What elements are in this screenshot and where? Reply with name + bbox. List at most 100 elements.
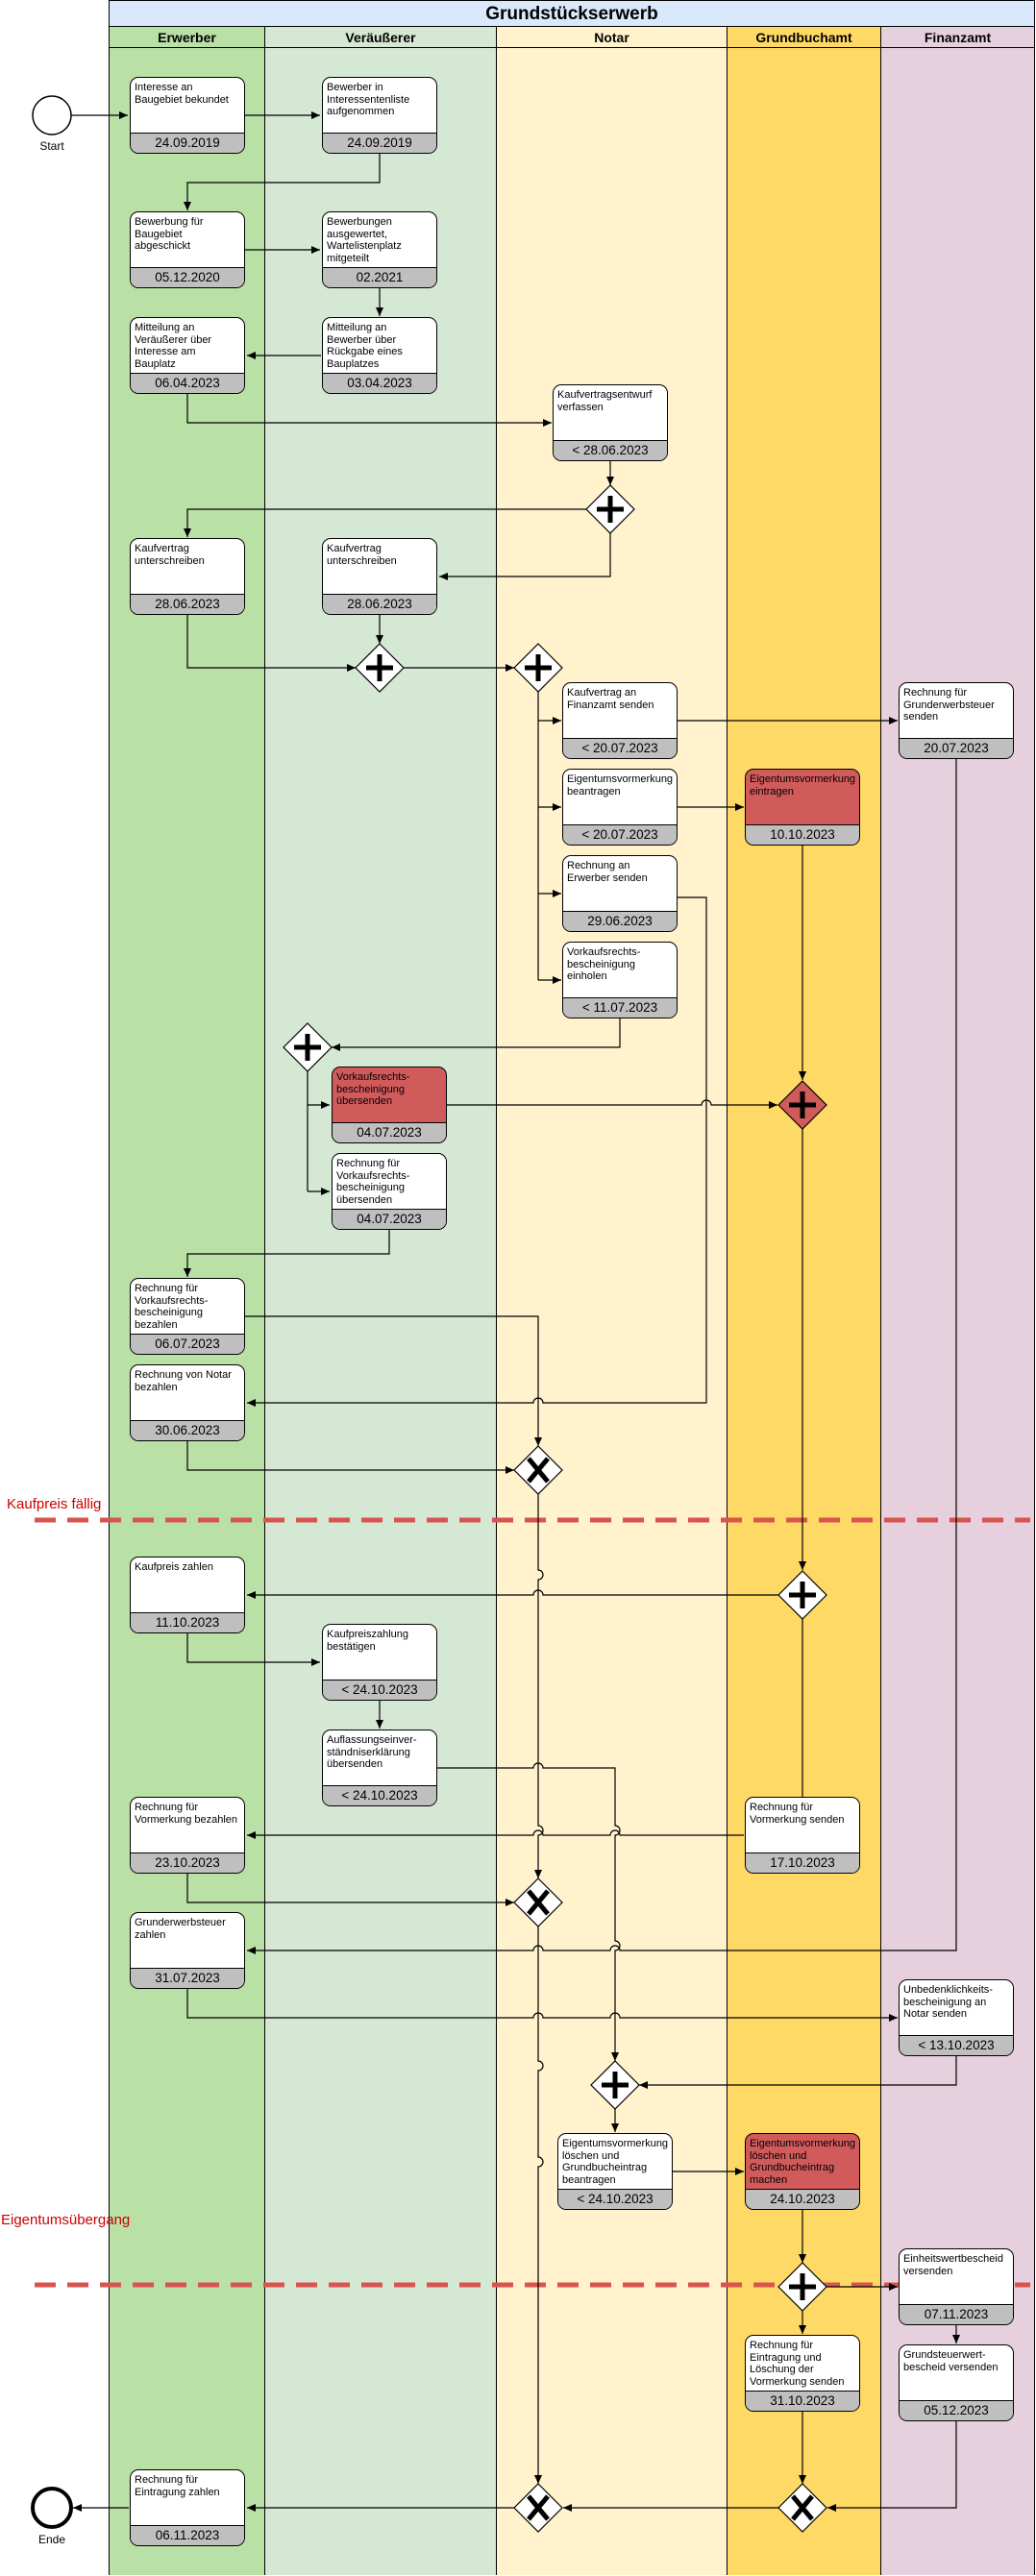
- task-date: 10.10.2023: [746, 824, 859, 845]
- task-mitteilung-an-veraeusserer: Mitteilung an Veräußerer über Interesse …: [130, 317, 245, 394]
- task-unbedenklichkeitsbescheinigung: Unbedenklichkeits- bescheinigung an Nota…: [899, 1979, 1014, 2056]
- task-label: Mitteilung an Bewerber über Rückgabe ein…: [327, 322, 403, 370]
- milestone-kaufpreis-label: Kaufpreis fällig: [7, 1496, 102, 1512]
- parallel-gateway: [777, 2262, 827, 2312]
- task-einheitswertbescheid-versenden: Einheitswertbescheid versenden 07.11.2023: [899, 2248, 1014, 2325]
- task-rechnung-vormerkung-bezahlen: Rechnung für Vormerkung bezahlen 23.10.20…: [130, 1797, 245, 1874]
- task-label: Kaufvertrag an Finanzamt senden: [567, 687, 654, 711]
- task-date: 23.10.2023: [131, 1852, 244, 1873]
- task-kaufvertrag-an-finanzamt: Kaufvertrag an Finanzamt senden< 20.07.2…: [562, 682, 678, 759]
- task-rechnung-grunderwerbsteuer-senden: Rechnung für Grunderwerbsteuer senden 20.…: [899, 682, 1014, 759]
- parallel-gateway: [777, 1570, 827, 1620]
- lane-header-erwerber: Erwerber: [109, 27, 264, 48]
- parallel-gateway: [283, 1022, 333, 1072]
- task-label: Unbedenklichkeits- bescheinigung an Nota…: [903, 1984, 993, 2020]
- task-label: Rechnung für Vormerkung senden: [750, 1802, 845, 1826]
- task-label: Rechnung für Eintragung und Löschung der…: [750, 2340, 845, 2388]
- task-date: < 13.10.2023: [900, 2035, 1013, 2055]
- task-date: < 20.07.2023: [563, 824, 677, 845]
- task-interesse-bekundet: Interesse an Baugebiet bekundet 24.09.201…: [130, 77, 245, 154]
- task-label: Eigentumsvormerkung löschen und Grundbuc…: [750, 2138, 856, 2186]
- task-kaufpreiszahlung-bestaetigen: Kaufpreiszahlung bestätigen < 24.10.2023: [322, 1624, 437, 1701]
- task-kaufvertragsentwurf: Kaufvertragsentwurf verfassen < 28.06.202…: [553, 384, 668, 461]
- task-date: 05.12.2020: [131, 267, 244, 287]
- task-label: Auflassungseinver- ständniserklärung übe…: [327, 1734, 417, 1770]
- lane-header-notar: Notar: [496, 27, 727, 48]
- task-date: 24.10.2023: [746, 2189, 859, 2209]
- task-label: Interesse an Baugebiet bekundet: [135, 82, 229, 106]
- task-date: 24.09.2019: [131, 133, 244, 153]
- task-rechnung-eintragung-senden: Rechnung für Eintragung und Löschung der…: [745, 2335, 860, 2412]
- task-grundbucheintrag-machen: Eigentumsvormerkung löschen und Grundbuc…: [745, 2133, 860, 2210]
- task-vorkaufsrechtsbescheinigung-einholen: Vorkaufsrechts- bescheinigung einholen< …: [562, 942, 678, 1018]
- task-date: 20.07.2023: [900, 738, 1013, 758]
- task-date: 24.09.2019: [323, 133, 436, 153]
- exclusive-gateway: [513, 1877, 563, 1927]
- task-bewerber-aufgenommen: Bewerber in Interessentenliste aufgenomm…: [322, 77, 437, 154]
- task-date: < 24.10.2023: [558, 2189, 672, 2209]
- task-date: < 24.10.2023: [323, 1785, 436, 1805]
- task-date: 06.07.2023: [131, 1334, 244, 1354]
- task-mitteilung-an-bewerber: Mitteilung an Bewerber über Rückgabe ein…: [322, 317, 437, 394]
- task-label: Rechnung für Vormerkung bezahlen: [135, 1802, 238, 1826]
- pool-title: Grundstückserwerb: [109, 0, 1035, 27]
- lane-finanzamt: [880, 27, 1035, 2575]
- task-bewerbung-abgeschickt: Bewerbung für Baugebiet abgeschickt 05.12…: [130, 211, 245, 288]
- task-label: Rechnung für Grunderwerbsteuer senden: [903, 687, 995, 723]
- task-grunderwerbsteuer-zahlen: Grunderwerbsteuer zahlen 31.07.2023: [130, 1912, 245, 1989]
- start-event: [32, 95, 72, 135]
- task-label: Grundsteuerwert- bescheid versenden: [903, 2349, 999, 2373]
- task-label: Rechnung für Vorkaufsrechts- bescheinigu…: [135, 1283, 209, 1331]
- task-label: Bewerbungen ausgewertet, Wartelistenplat…: [327, 216, 402, 264]
- lane-header-grundbuchamt: Grundbuchamt: [727, 27, 880, 48]
- task-label: Bewerber in Interessentenliste aufgenomm…: [327, 82, 410, 117]
- parallel-gateway: [585, 484, 635, 534]
- milestone-eigentum-label: Eigentumsübergang: [1, 2212, 131, 2228]
- task-label: Kaufvertrag unterschreiben: [135, 543, 205, 567]
- task-date: 11.10.2023: [131, 1612, 244, 1632]
- task-label: Rechnung für Vorkaufsrechts- bescheinigu…: [336, 1158, 410, 1206]
- task-label: Eigentumsvormerkung beantragen: [567, 773, 674, 797]
- task-bewerbungen-ausgewertet: Bewerbungen ausgewertet, Wartelistenplat…: [322, 211, 437, 288]
- task-date: < 24.10.2023: [323, 1680, 436, 1700]
- task-label: Bewerbung für Baugebiet abgeschickt: [135, 216, 204, 252]
- parallel-gateway-red: [777, 1080, 827, 1130]
- task-label: Vorkaufsrechts- bescheinigung übersenden: [336, 1071, 410, 1107]
- task-date: 02.2021: [323, 267, 436, 287]
- task-label: Eigentumsvormerkung löschen und Grundbuc…: [562, 2138, 669, 2186]
- task-label: Kaufvertragsentwurf verfassen: [557, 389, 653, 413]
- parallel-gateway: [513, 643, 563, 693]
- task-label: Kaufvertrag unterschreiben: [327, 543, 397, 567]
- task-label: Kaufpreiszahlung bestätigen: [327, 1629, 409, 1653]
- task-rechnung-vorkaufsrecht-bezahlen: Rechnung für Vorkaufsrechts- bescheinigu…: [130, 1278, 245, 1355]
- task-date: 05.12.2023: [900, 2400, 1013, 2420]
- task-label: Rechnung an Erwerber senden: [567, 860, 648, 884]
- end-event: [31, 2487, 73, 2529]
- task-date: 31.07.2023: [131, 1968, 244, 1988]
- task-eigentumsvormerkung-beantragen: Eigentumsvormerkung beantragen < 20.07.20…: [562, 769, 678, 846]
- task-label: Einheitswertbescheid versenden: [903, 2253, 1003, 2277]
- lane-header-veraeusserer: Veräußerer: [264, 27, 496, 48]
- task-date: 30.06.2023: [131, 1420, 244, 1440]
- task-label: Vorkaufsrechts- bescheinigung einholen: [567, 946, 641, 982]
- task-label: Grunderwerbsteuer zahlen: [135, 1917, 226, 1941]
- lane-header-finanzamt: Finanzamt: [880, 27, 1035, 48]
- task-label: Rechnung von Notar bezahlen: [135, 1369, 232, 1393]
- task-date: 07.11.2023: [900, 2304, 1013, 2324]
- task-vorkaufsrechtsbescheinigung-uebersenden: Vorkaufsrechts- bescheinigung übersenden…: [332, 1067, 447, 1143]
- task-date: < 28.06.2023: [554, 440, 667, 460]
- task-grundbucheintrag-beantragen: Eigentumsvormerkung löschen und Grundbuc…: [557, 2133, 673, 2210]
- parallel-gateway: [355, 643, 405, 693]
- exclusive-gateway: [513, 1445, 563, 1495]
- task-date: 06.04.2023: [131, 373, 244, 393]
- task-date: 17.10.2023: [746, 1852, 859, 1873]
- task-rechnung-vormerkung-senden: Rechnung für Vormerkung senden 17.10.2023: [745, 1797, 860, 1874]
- task-grundsteuerwertbescheid-versenden: Grundsteuerwert- bescheid versenden 05.12…: [899, 2344, 1014, 2421]
